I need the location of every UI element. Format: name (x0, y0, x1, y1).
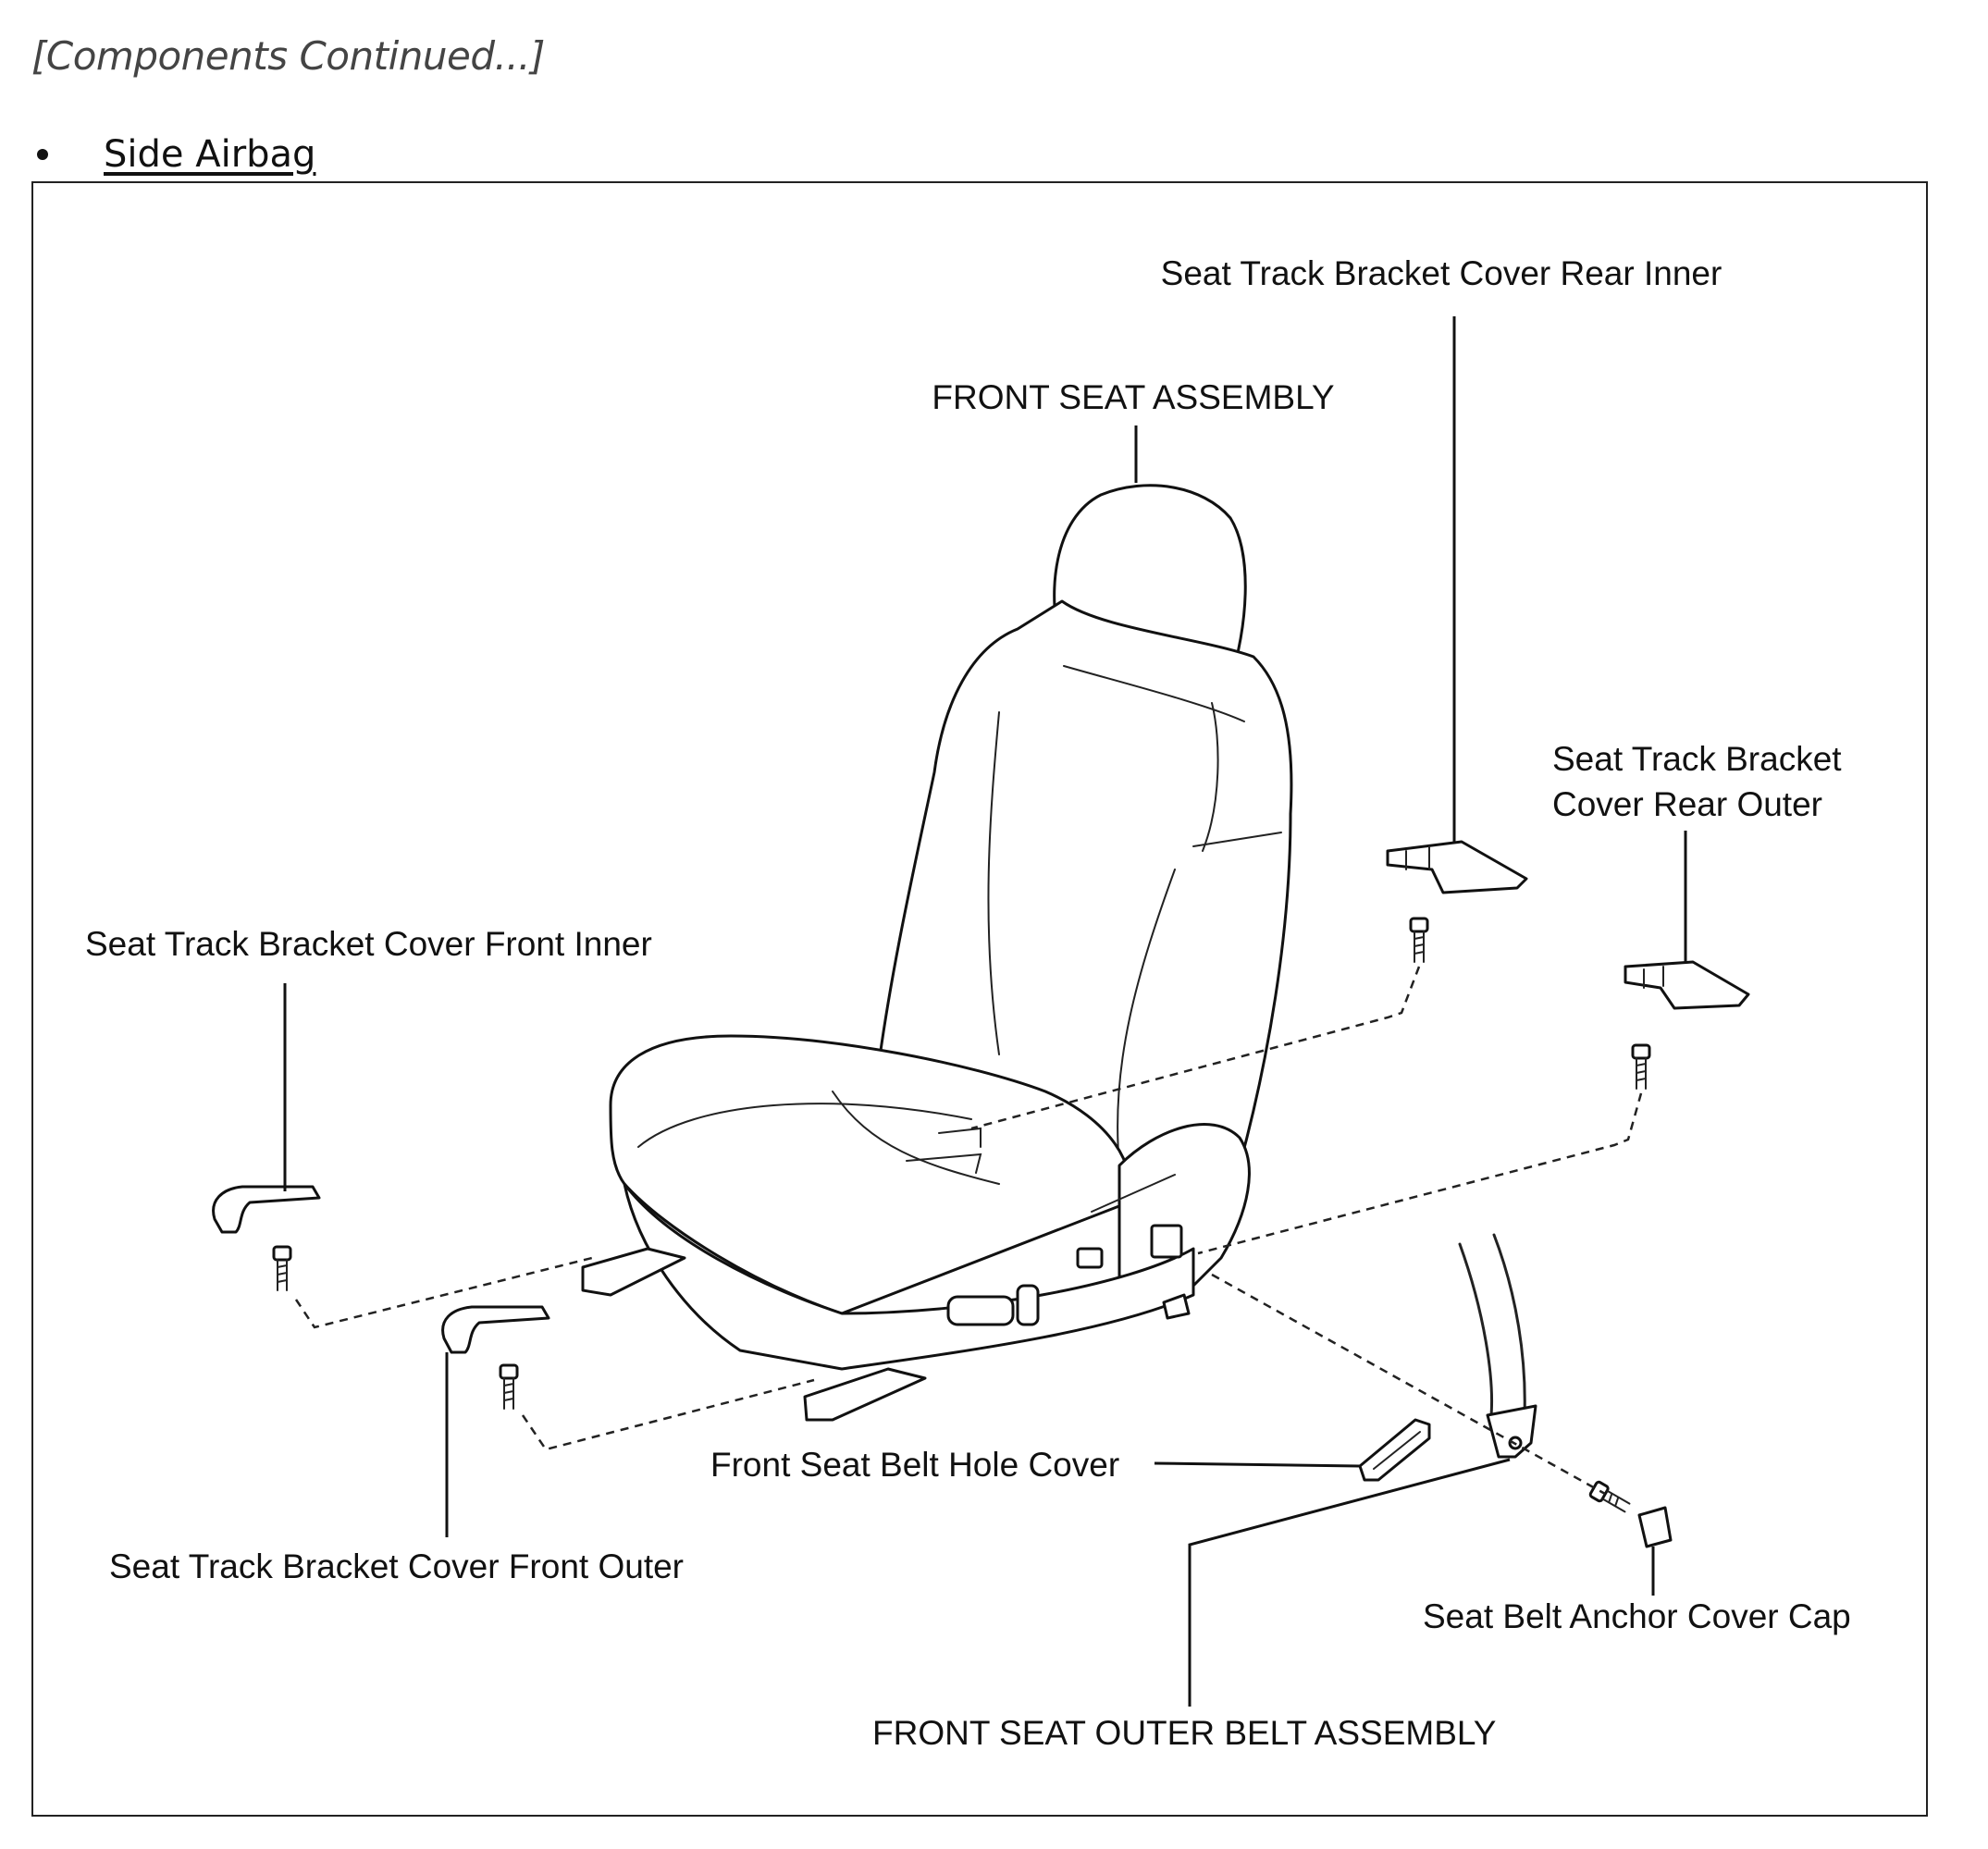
label-cover-rear-inner: Seat Track Bracket Cover Rear Inner (1161, 254, 1723, 292)
label-anchor-cover-cap: Seat Belt Anchor Cover Cap (1423, 1597, 1851, 1635)
label-cover-front-inner: Seat Track Bracket Cover Front Inner (85, 925, 652, 963)
label-outer-belt-assembly: FRONT SEAT OUTER BELT ASSEMBLY (872, 1714, 1496, 1752)
diagram-frame (31, 181, 1928, 1817)
label-cover-rear-outer-line2: Cover Rear Outer (1552, 785, 1822, 823)
label-cover-rear-outer-line1: Seat Track Bracket (1552, 740, 1842, 778)
cover-rear-inner-part (1386, 840, 1528, 894)
cover-front-outer-part (441, 1305, 550, 1354)
belt-hole-cover-part (1358, 1418, 1431, 1482)
diagram-labels: FRONT SEAT ASSEMBLY Seat Track Bracket C… (85, 254, 1851, 1752)
section-heading: Side Airbag (31, 133, 315, 176)
continued-note: [Components Continued...] (31, 33, 545, 79)
section-title: Side Airbag (104, 133, 316, 176)
label-cover-front-outer: Seat Track Bracket Cover Front Outer (109, 1547, 684, 1585)
anchor-cover-cap-part (1637, 1506, 1673, 1548)
bolt-icons (272, 917, 1651, 1513)
bullet-icon (37, 149, 48, 160)
outer-belt-part (1458, 1233, 1537, 1459)
label-front-seat-assembly: FRONT SEAT ASSEMBLY (932, 378, 1334, 416)
cover-front-inner-part (212, 1185, 321, 1234)
front-seat-drawing (581, 484, 1293, 1422)
cover-rear-outer-part (1624, 960, 1750, 1010)
leader-lines (283, 316, 1687, 1707)
label-belt-hole-cover: Front Seat Belt Hole Cover (710, 1446, 1119, 1484)
assembly-dashed-lines (294, 966, 1643, 1496)
